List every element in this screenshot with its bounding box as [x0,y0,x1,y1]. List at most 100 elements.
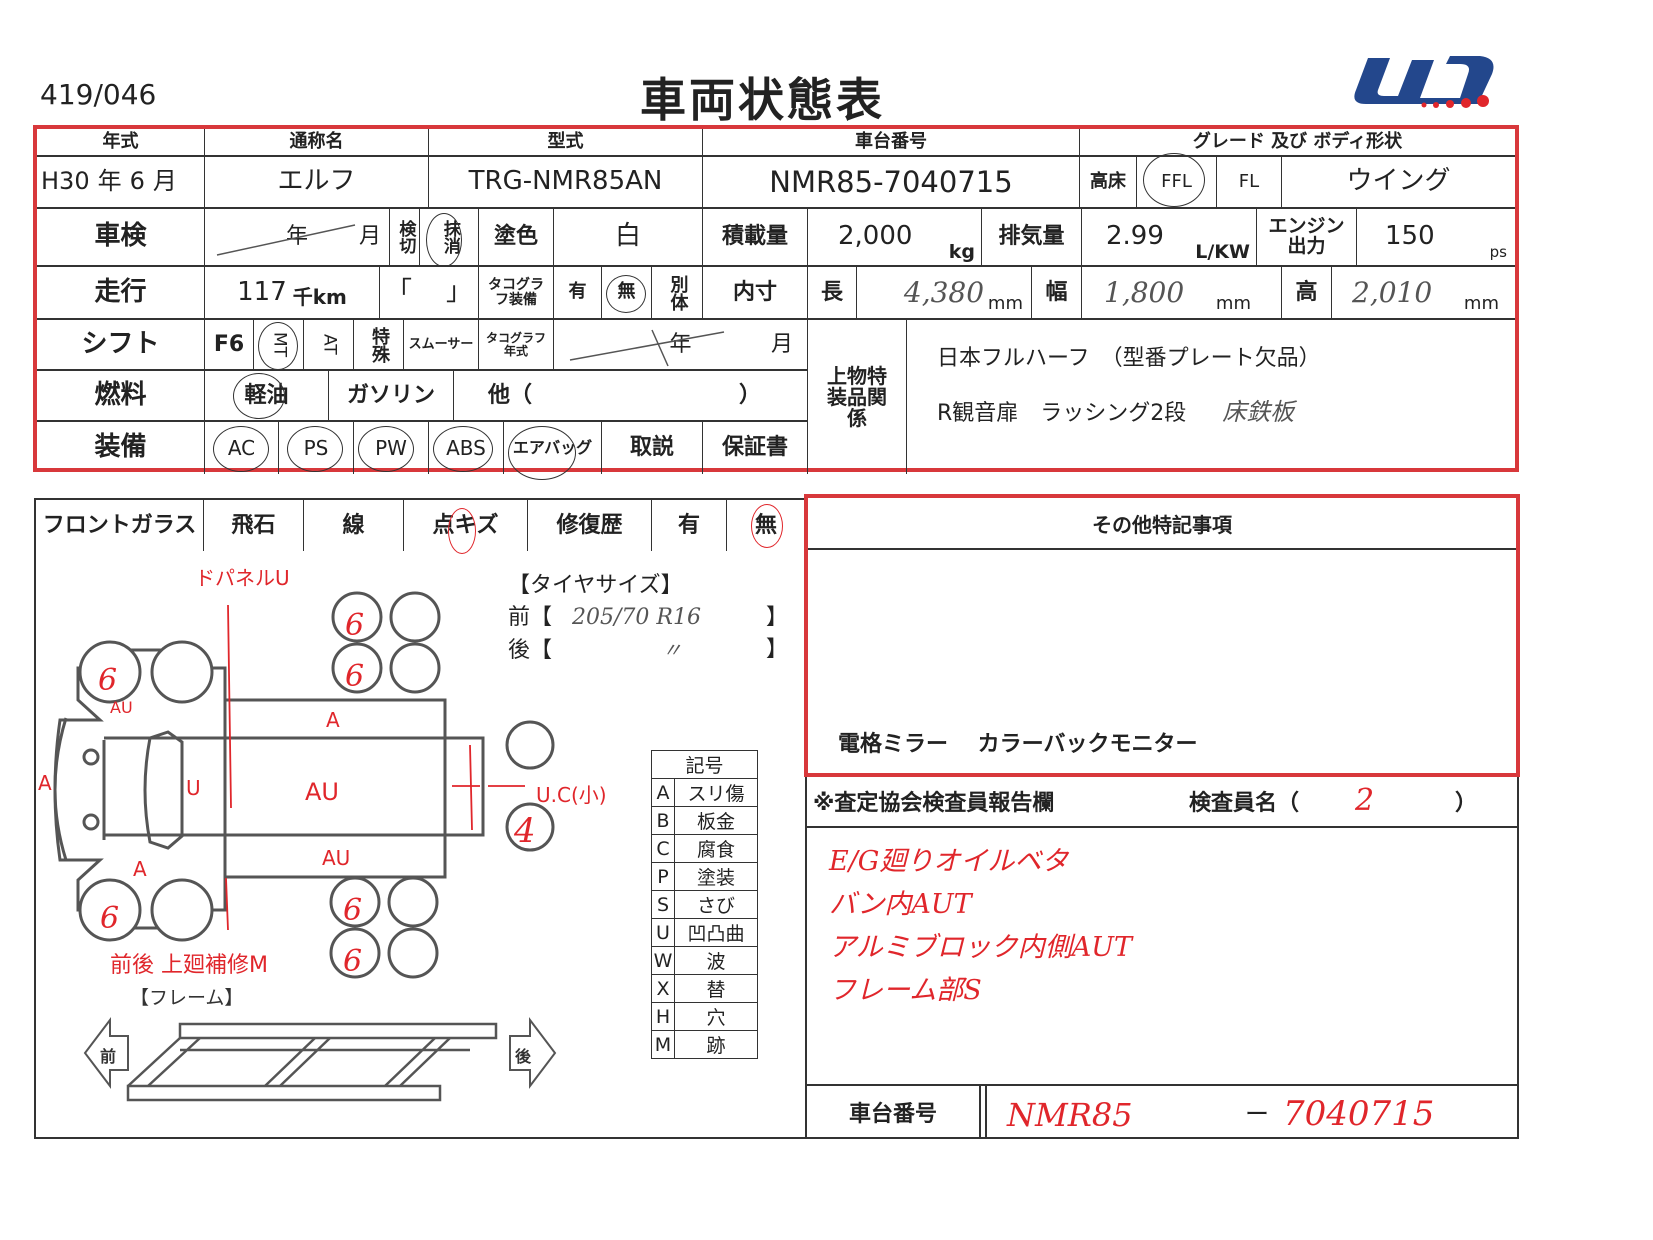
body-type: ウイング [1346,166,1451,197]
tires [78,591,555,979]
equipment-airbag: エアバッグ [504,422,602,480]
inspector-report-header: ※査定協会検査員報告欄 検査員名（ 2 ） [807,775,1517,828]
legend-code: S [651,890,675,919]
shift-mt: MT [254,320,304,370]
displacement-unit: L/KW [1195,241,1250,264]
era-year: H30 [41,167,90,196]
windshield-line: 線 [304,500,404,551]
header-grade: グレード 及び ボディ形状 [1192,130,1403,152]
legend-code: H [651,1002,675,1031]
tire-mark: 6 [343,944,362,979]
month-value: 6 [129,167,145,196]
inspection-label: 車検 [37,209,205,265]
equipment-ps: PS [279,422,354,474]
width-unit: mm [1215,293,1251,315]
chassis-rail [104,736,485,837]
tire-size-title: 【タイヤサイズ】 [508,573,683,598]
tacho-label: タコグラフ装備 [479,267,554,318]
inspection-expired: 検切 [390,209,420,265]
load-number: 2,000 [838,221,913,252]
legend-code: M [651,1030,675,1059]
vehicle-name: エルフ [205,157,429,207]
tacho-yes: 有 [554,267,602,318]
height-unit: mm [1463,293,1499,315]
chassis-dash: ー [1245,1100,1269,1128]
legend-code: A [651,778,675,807]
note-panel: ドパネルU [195,566,290,590]
inspector-report-notes: E/G廻りオイルベタ バン内AUT アルミブロック内側AUT フレーム部S [807,828,1517,1012]
grade-ffl: FFL [1137,153,1217,207]
tire-size-front: 前【205/70 R16】 [508,602,788,634]
note-bottom: 前後 上廻補修M [110,953,268,978]
mileage-bracket: 「」 [380,267,479,318]
other-notes-title: その他特記事項 [808,498,1516,550]
chassis-footer: 車台番号 NMR85 ー 7040715 [805,1084,1519,1139]
note-bed-top: A [326,708,340,732]
inspector-name-value: 2 [1355,783,1375,818]
year-label: 年 [97,167,122,196]
load-unit: kg [948,241,975,264]
other-label: 他（ [488,382,533,408]
bracket-close: 」 [445,276,472,307]
note-rear: U.C(小) [536,783,607,807]
body-special-label: 上物特装品関係 [808,320,907,474]
chassis-prefix: NMR85 [1007,1096,1133,1134]
paint-label: 塗色 [479,209,554,265]
legend-code: C [651,834,675,863]
mileage-number: 117 [237,276,287,307]
legend-meaning: 波 [674,946,758,975]
note-cab-side: U [186,776,201,800]
legend-code: W [651,946,675,975]
shift-label: シフト [37,320,205,369]
windshield-chip: 飛石 [204,500,304,551]
repair-history-no: 無 [727,500,805,551]
engine-output-number: 150 [1385,221,1435,252]
month-label: 月 [152,167,177,196]
other-notes-content: 電格ミラー カラーバックモニター [838,732,1198,757]
legend-code: X [651,974,675,1003]
fuel-gasoline: ガソリン [329,371,454,420]
inspector-report: ※査定協会検査員報告欄 検査員名（ 2 ） E/G廻りオイルベタ バン内AUT … [805,775,1519,1139]
paint-value: 白 [554,209,703,265]
engine-output-unit: ps [1489,243,1507,262]
tire-mark: 6 [345,659,364,694]
other-close: ） [738,382,761,408]
cargo-bed [223,698,447,879]
report-line: バン内AUT [829,889,972,920]
mileage-label: 走行 [37,267,205,318]
tire-mark: 6 [98,663,117,698]
front-label: 前【 [508,605,553,630]
tire-mark: 4 [513,811,536,851]
chassis-footer-label: 車台番号 [807,1086,981,1137]
body-special-content: 日本フルハーフ （型番プレート欠品） R観音扉 ラッシング2段床鉄板 [907,320,1515,474]
equipment-label: 装備 [37,422,205,474]
tire-mark: 6 [343,893,362,928]
tire-size: 【タイヤサイズ】 前【205/70 R16】 後【〃】 [508,570,788,667]
chassis-footer-value: NMR85 ー 7040715 [985,1086,1517,1137]
length-number: 4,380 [903,275,985,309]
month-label: 月 [770,331,793,357]
header-year: 年式 [37,129,205,155]
chassis-number: NMR85-7040715 [703,157,1080,207]
tacho-year-label: タコグラフ年式 [479,320,554,369]
high-floor: 高床 [1080,157,1137,207]
rear-arrow-icon [509,1017,557,1089]
height-number: 2,010 [1352,275,1433,309]
note-cab-front: A [38,771,52,795]
tire-mark: 6 [345,608,364,643]
inspection-date: 年月 [205,209,390,265]
length-label: 長 [808,267,857,318]
cab-windshield [102,730,184,850]
legend-meaning: スリ傷 [674,778,758,807]
damage-panel: フロントガラス 飛石 線 点キズ 修復歴 有 無 [34,498,807,1139]
equipment-pw: PW [354,422,429,474]
legend-meaning: さび [674,890,758,919]
tire-size-rear: 後【〃】 [508,634,788,667]
